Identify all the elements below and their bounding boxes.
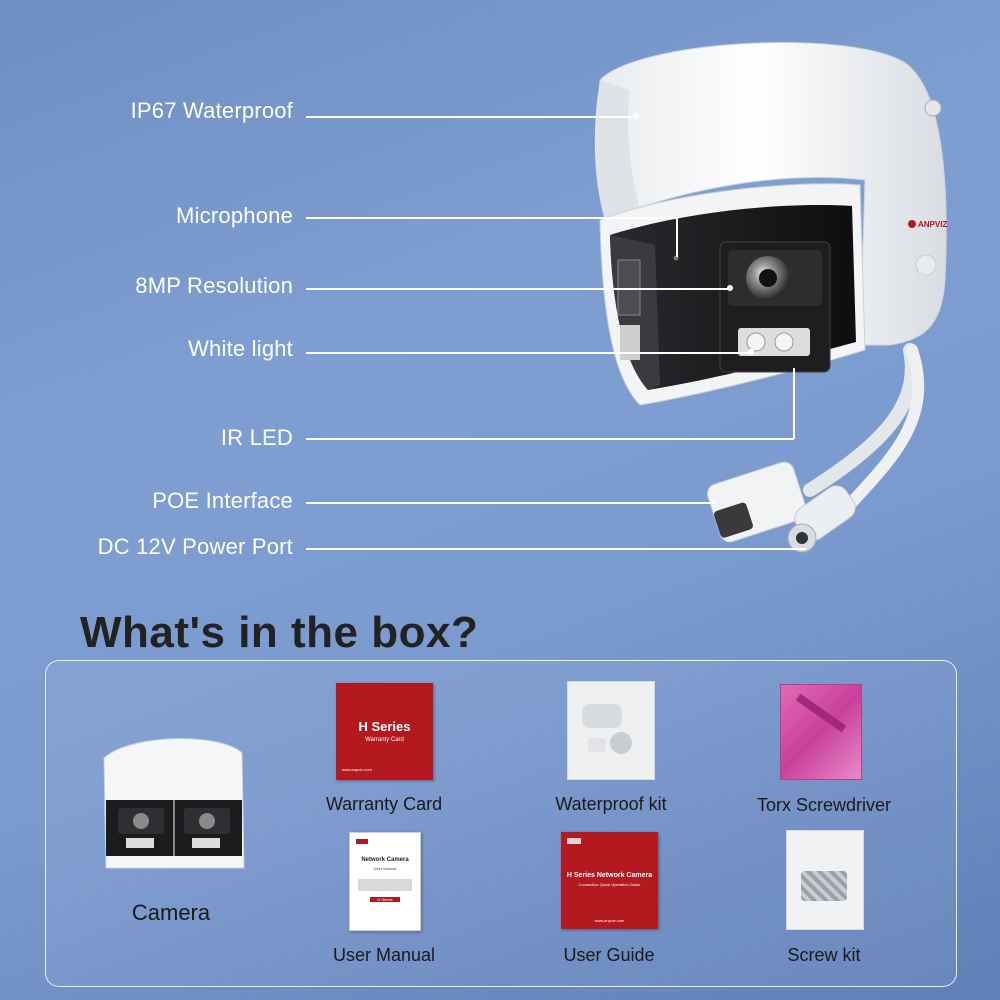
callout-line-ir-led-rise	[793, 368, 795, 439]
warranty-card-url: www.anpviz.com	[342, 767, 372, 772]
user-manual-title: Network Camera	[361, 857, 409, 863]
callout-line-dc	[306, 548, 806, 550]
callout-dc-power-port: DC 12V Power Port	[97, 534, 293, 559]
warranty-card-title: H Series	[358, 719, 411, 734]
callout-dot-waterproof	[633, 113, 639, 119]
callout-ip67-waterproof: IP67 Waterproof	[130, 98, 293, 123]
warranty-card-image: H Series Warranty Card www.anpviz.com	[336, 683, 433, 780]
box-item-camera-label: Camera	[131, 900, 211, 925]
brand-logo: ANPVIZ	[918, 220, 947, 229]
user-guide-url: www.anpviz.com	[594, 918, 625, 923]
callout-poe-interface: POE Interface	[152, 488, 293, 513]
torx-screwdriver-image	[780, 684, 862, 780]
box-camera-image	[103, 738, 245, 869]
callout-line-waterproof	[306, 116, 636, 118]
box-item-user-guide-label: User Guide	[563, 945, 655, 965]
warranty-card-subtitle: Warranty Card	[365, 737, 404, 743]
user-guide-subtitle: Connection Quick Operation Guide	[578, 882, 641, 887]
callout-line-ir-led	[306, 438, 794, 440]
poe-connector	[707, 461, 807, 543]
callout-dot-resolution	[727, 285, 733, 291]
callout-dot-white-light	[748, 349, 754, 355]
user-manual-subtitle: User Manual	[373, 866, 397, 871]
box-item-waterproof-kit-label: Waterproof kit	[555, 794, 667, 814]
box-item-screw-kit-label: Screw kit	[787, 945, 861, 965]
camera-illustration: ANPVIZ	[594, 42, 947, 553]
callout-line-microphone	[306, 217, 676, 219]
box-item-warranty-card-label: Warranty Card	[325, 794, 443, 814]
callout-white-light: White light	[188, 336, 293, 361]
callout-ir-led: IR LED	[220, 425, 293, 450]
waterproof-kit-image	[567, 681, 655, 780]
callout-line-poe	[306, 502, 714, 504]
box-section-title: What's in the box?	[80, 608, 479, 657]
callout-line-white-light	[306, 352, 751, 354]
box-item-user-manual-label: User Manual	[332, 945, 436, 965]
user-guide-title: H Series Network Camera	[566, 872, 653, 879]
callout-line-microphone-drop	[676, 217, 678, 257]
user-guide-image: H Series Network Camera Connection Quick…	[561, 832, 658, 929]
dc-connector	[787, 485, 856, 553]
box-item-torx-screwdriver-label: Torx Screwdriver	[756, 795, 892, 815]
screw-kit-image	[786, 830, 864, 930]
user-manual-image: Network Camera User Manual H Series	[349, 832, 421, 931]
user-manual-tag: H Series	[370, 897, 400, 902]
callout-line-resolution	[306, 288, 731, 290]
callout-8mp-resolution: 8MP Resolution	[135, 273, 293, 298]
callout-microphone: Microphone	[176, 203, 293, 228]
